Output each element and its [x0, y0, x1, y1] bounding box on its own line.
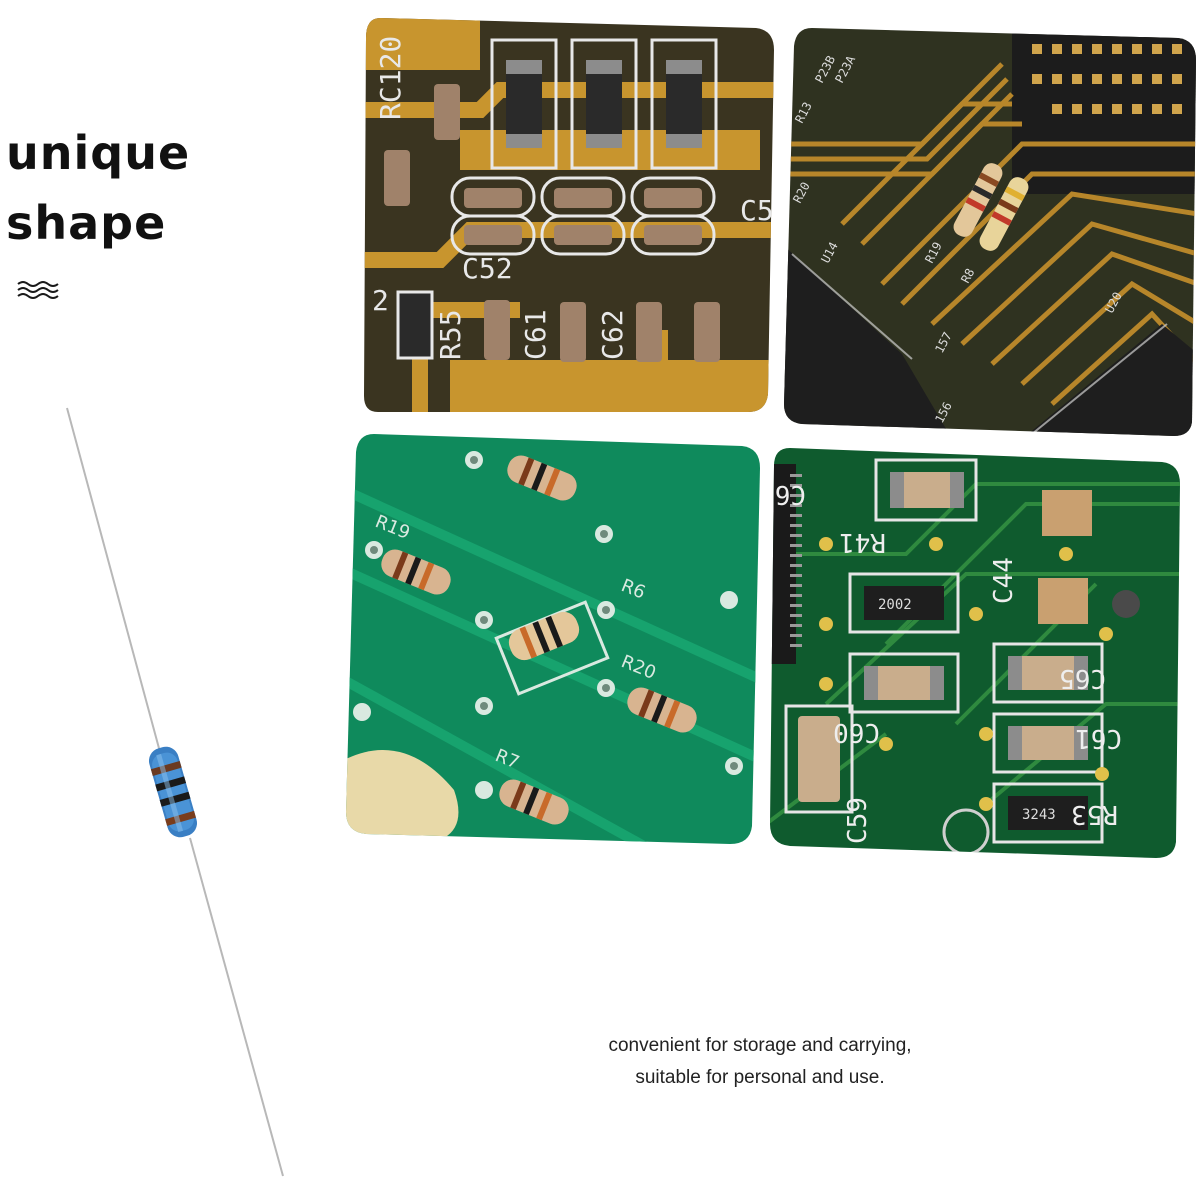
wave-icon	[17, 281, 59, 299]
svg-text:C59: C59	[843, 797, 873, 844]
caption-line-2: suitable for personal and use.	[635, 1067, 885, 1088]
svg-text:R8: R8	[958, 266, 977, 285]
svg-text:2: 2	[372, 284, 389, 317]
svg-text:R55: R55	[434, 309, 467, 360]
svg-text:C65: C65	[1059, 663, 1106, 693]
svg-text:C5: C5	[740, 194, 774, 227]
resistor-icon	[66, 407, 284, 1177]
headline-line-2: shape	[6, 196, 167, 250]
svg-text:C60: C60	[833, 717, 880, 747]
svg-text:C61: C61	[519, 309, 552, 360]
svg-text:C61: C61	[1075, 723, 1122, 753]
svg-text:C52: C52	[462, 252, 513, 285]
svg-text:C66: C66	[766, 479, 806, 509]
svg-text:C44: C44	[989, 557, 1019, 604]
svg-text:R41: R41	[839, 527, 886, 557]
svg-text:3243: 3243	[1022, 807, 1056, 823]
chip-traces-board-photo: R13 R20 U14 R19 R8 U20 157 156 P23A P23B	[782, 24, 1198, 439]
headline: unique shape	[6, 118, 190, 258]
svg-text:2002: 2002	[878, 597, 912, 613]
smd-components-board-photo: RC120 C52 R55 C61 C62 C5 2	[360, 10, 776, 415]
caption: convenient for storage and carrying, sui…	[560, 1030, 960, 1094]
through-hole-resistors-board-photo: R6 R20 R7 R19	[344, 430, 762, 846]
svg-text:R53: R53	[1071, 799, 1118, 829]
caption-line-1: convenient for storage and carrying,	[608, 1035, 912, 1056]
headline-line-1: unique	[6, 126, 191, 180]
svg-text:RC120: RC120	[374, 36, 407, 120]
svg-text:C62: C62	[596, 309, 629, 360]
smd-green-board-photo: C66 R41 C44 C65 C60 C61 C59 R53 2002 324…	[766, 444, 1184, 860]
